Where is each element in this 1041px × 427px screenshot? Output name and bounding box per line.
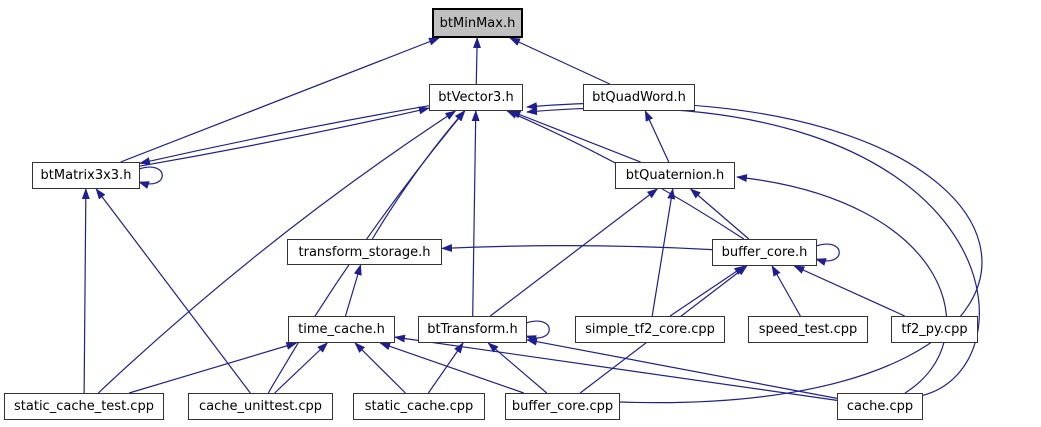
node-label: btQuadWord.h xyxy=(592,90,686,105)
graph-node-static-cache-cpp[interactable]: static_cache.cpp xyxy=(353,393,485,420)
graph-node-btquaternion-h[interactable]: btQuaternion.h xyxy=(615,162,735,189)
node-label: buffer_core.cpp xyxy=(511,399,614,414)
include-edge xyxy=(81,188,90,394)
include-edge xyxy=(793,265,905,317)
node-label: transform_storage.h xyxy=(298,244,431,260)
include-edge xyxy=(771,265,801,317)
include-edge xyxy=(274,342,329,394)
include-edge xyxy=(128,342,298,394)
node-label: cache_unittest.cpp xyxy=(199,399,322,414)
include-edge xyxy=(526,102,983,404)
graph-node-buffer-core-h[interactable]: buffer_core.h xyxy=(712,239,817,266)
graph-node-cache-unittest-cpp[interactable]: cache_unittest.cpp xyxy=(188,393,333,420)
node-label: static_cache_test.cpp xyxy=(14,399,154,414)
include-edge xyxy=(441,243,713,252)
node-label: simple_tf2_core.cpp xyxy=(585,322,715,337)
self-include-edge xyxy=(815,243,840,266)
node-label: speed_test.cpp xyxy=(758,322,858,337)
include-edge xyxy=(526,107,980,397)
include-edge xyxy=(379,342,524,394)
node-label: btTransform.h xyxy=(427,322,518,337)
node-label: btMinMax.h xyxy=(439,15,516,31)
graph-node-btminmax-h[interactable]: btMinMax.h xyxy=(432,8,523,38)
include-edge xyxy=(139,105,430,166)
graph-node-btmatrix3x3-h[interactable]: btMatrix3x3.h xyxy=(32,162,140,189)
graph-node-speed-test-cpp[interactable]: speed_test.cpp xyxy=(748,316,868,343)
graph-node-transform-storage-h[interactable]: transform_storage.h xyxy=(287,239,442,265)
include-edge xyxy=(689,188,750,240)
include-edge xyxy=(526,337,838,399)
node-label: btQuaternion.h xyxy=(625,168,725,183)
include-edge xyxy=(736,174,948,394)
include-edge xyxy=(509,110,641,163)
graph-node-static-cache-test-cpp[interactable]: static_cache_test.cpp xyxy=(4,393,164,420)
include-edge xyxy=(669,265,746,317)
node-label: time_cache.h xyxy=(298,322,385,337)
include-edge xyxy=(489,188,659,317)
self-include-edge xyxy=(525,320,550,343)
include-edge xyxy=(394,334,838,401)
include-edge xyxy=(120,37,440,163)
include-edge xyxy=(371,110,466,240)
graph-node-time-cache-h[interactable]: time_cache.h xyxy=(288,316,395,343)
include-edge xyxy=(344,264,362,317)
node-label: btVector3.h xyxy=(438,90,514,105)
include-edge xyxy=(427,342,464,394)
graph-node-btquadword-h[interactable]: btQuadWord.h xyxy=(583,84,695,111)
graph-node-simple-tf2-core-cpp[interactable]: simple_tf2_core.cpp xyxy=(575,316,725,343)
edges-group xyxy=(81,37,983,404)
graph-node-btvector3-h[interactable]: btVector3.h xyxy=(429,84,523,111)
include-edge xyxy=(644,110,670,163)
include-edge xyxy=(651,188,676,317)
self-include-edge xyxy=(138,166,163,189)
node-label: btMatrix3x3.h xyxy=(40,168,132,183)
include-edge xyxy=(139,106,430,167)
graph-node-tf2-py-cpp[interactable]: tf2_py.cpp xyxy=(891,316,978,343)
include-edge xyxy=(471,110,480,317)
graph-node-bttransform-h[interactable]: btTransform.h xyxy=(418,316,527,343)
include-edge xyxy=(354,342,406,394)
include-edge xyxy=(487,342,548,394)
include-edge xyxy=(95,188,251,394)
graph-node-buffer-core-cpp[interactable]: buffer_core.cpp xyxy=(505,393,620,420)
include-edge xyxy=(509,37,610,85)
include-edge xyxy=(472,37,481,85)
include-edge xyxy=(97,110,457,394)
graph-node-cache-cpp[interactable]: cache.cpp xyxy=(837,393,923,420)
node-label: cache.cpp xyxy=(846,399,914,414)
node-label: static_cache.cpp xyxy=(364,399,474,414)
node-label: buffer_core.h xyxy=(721,245,808,260)
node-label: tf2_py.cpp xyxy=(901,322,968,337)
